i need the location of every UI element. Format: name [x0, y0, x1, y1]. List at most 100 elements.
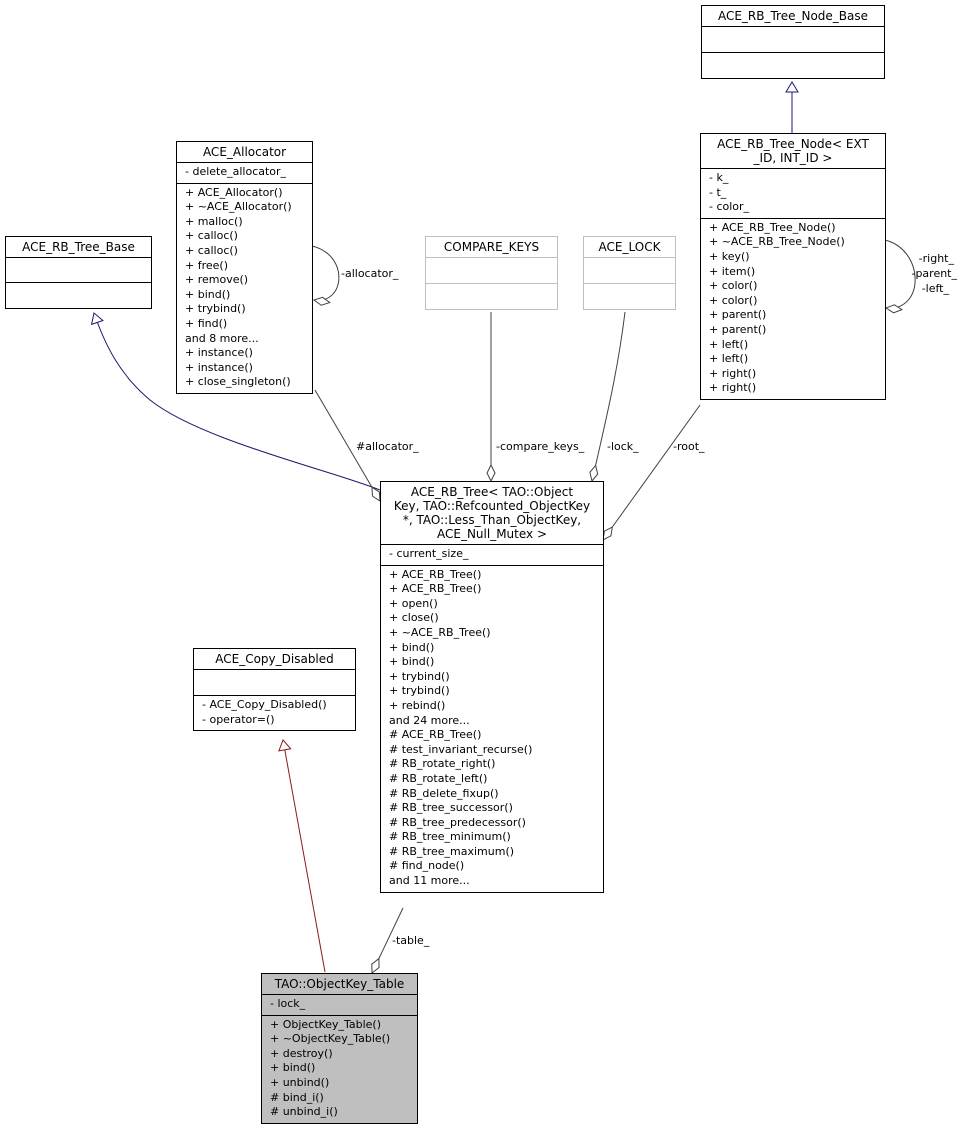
method-item: and 24 more... — [389, 713, 470, 727]
method-item: # RB_tree_predecessor() — [389, 815, 526, 829]
attributes-section — [6, 257, 151, 282]
class-title-line: ACE_LOCK — [598, 240, 661, 254]
method-item: + ACE_RB_Tree() — [389, 582, 482, 596]
method-item: + remove() — [185, 273, 249, 287]
class-ace-rb-tree-node[interactable]: ACE_RB_Tree_Node< EXT_ID, INT_ID > - k_-… — [700, 133, 886, 400]
attributes-section — [426, 257, 557, 283]
attributes-section: - k_- t_- color_ — [701, 168, 885, 218]
method-item: + bind() — [270, 1061, 316, 1075]
attributes-section: - delete_allocator_ — [177, 162, 312, 183]
edge-tree-to-table — [372, 907, 404, 973]
edge-node-to-tree-root — [603, 404, 701, 540]
edge-tree-inherits-tree-base — [90, 312, 381, 491]
class-ace-rb-tree-node-base[interactable]: ACE_RB_Tree_Node_Base — [701, 5, 885, 79]
attribute-item: - lock_ — [270, 997, 306, 1010]
edge-label-table: -table_ — [392, 934, 430, 947]
method-item: + close_singleton() — [185, 375, 291, 389]
method-item: + open() — [389, 596, 438, 610]
class-title: COMPARE_KEYS — [426, 237, 557, 257]
method-item: and 8 more... — [185, 331, 259, 345]
methods-section — [6, 282, 151, 308]
attributes-section: - current_size_ — [381, 544, 603, 565]
method-item: + parent() — [709, 322, 767, 336]
method-item: + bind() — [389, 640, 435, 654]
edge-lock-to-tree — [592, 311, 626, 481]
edge-label-node-right: -right_ — [919, 252, 955, 265]
method-item: # RB_tree_maximum() — [389, 844, 515, 858]
class-title-line: TAO::ObjectKey_Table — [274, 977, 405, 991]
class-title-line: ACE_RB_Tree_Base — [22, 240, 135, 254]
class-title: ACE_RB_Tree_Node< EXT_ID, INT_ID > — [701, 134, 885, 168]
attribute-item: - t_ — [709, 185, 727, 199]
class-ace-copy-disabled[interactable]: ACE_Copy_Disabled - ACE_Copy_Disabled()-… — [193, 648, 356, 732]
methods-section: + ACE_Allocator()+ ~ACE_Allocator()+ mal… — [177, 182, 312, 393]
attribute-item: - current_size_ — [389, 547, 469, 560]
method-item: + ~ACE_Allocator() — [185, 200, 292, 214]
class-title-line: ACE_RB_Tree_Node_Base — [717, 9, 869, 23]
template-ace-lock[interactable]: ACE_LOCK — [583, 236, 676, 310]
method-item: + trybind() — [389, 684, 450, 698]
method-item: - operator=() — [202, 712, 275, 726]
method-item: + calloc() — [185, 243, 238, 257]
attributes-section — [702, 26, 884, 52]
class-title-line: ACE_RB_Tree_Node< EXT — [717, 137, 869, 151]
edge-label-allocator: #allocator_ — [356, 440, 419, 453]
method-item: + close() — [389, 611, 439, 625]
method-item: # unbind_i() — [270, 1105, 338, 1119]
method-item: # RB_tree_successor() — [389, 801, 513, 815]
method-item: + key() — [709, 249, 750, 263]
method-item: # bind_i() — [270, 1090, 324, 1104]
method-item: # RB_rotate_left() — [389, 771, 488, 785]
class-title: ACE_LOCK — [584, 237, 675, 257]
edge-label-node-parent: -parent_ — [911, 267, 957, 280]
attribute-item: - color_ — [709, 200, 750, 214]
class-title-line: Key, TAO::Refcounted_ObjectKey — [393, 499, 591, 513]
method-item: + ~ACE_RB_Tree_Node() — [709, 235, 845, 249]
attributes-section — [194, 669, 355, 695]
method-item: + ACE_RB_Tree_Node() — [709, 220, 836, 234]
edge-label-root: -root_ — [673, 440, 705, 453]
method-item: - ACE_Copy_Disabled() — [202, 698, 327, 711]
method-item: + destroy() — [270, 1046, 333, 1060]
method-item: + bind() — [389, 655, 435, 669]
class-ace-allocator[interactable]: ACE_Allocator - delete_allocator_ + ACE_… — [176, 141, 313, 394]
class-title: ACE_RB_Tree_Base — [6, 237, 151, 257]
method-item: + ObjectKey_Table() — [270, 1017, 382, 1031]
method-item: # RB_rotate_right() — [389, 757, 496, 771]
class-title-line: ACE_Allocator — [202, 145, 287, 159]
class-title: ACE_RB_Tree_Node_Base — [702, 6, 884, 26]
class-title-line: ACE_Null_Mutex > — [436, 527, 547, 541]
method-item: + parent() — [709, 308, 767, 322]
method-item: + find() — [185, 316, 228, 330]
attribute-item: - delete_allocator_ — [185, 165, 287, 178]
template-compare-keys[interactable]: COMPARE_KEYS — [425, 236, 558, 310]
method-item: # RB_tree_minimum() — [389, 830, 511, 844]
method-item: + malloc() — [185, 214, 243, 228]
methods-section — [702, 52, 884, 78]
class-ace-rb-tree-base[interactable]: ACE_RB_Tree_Base — [5, 236, 152, 309]
method-item: # test_invariant_recurse() — [389, 742, 533, 756]
method-item: + trybind() — [389, 669, 450, 683]
edge-label-node-left: -left_ — [922, 282, 950, 295]
edge-table-inherits-copy-disabled — [278, 739, 326, 973]
method-item: + free() — [185, 258, 228, 272]
edge-allocator-self-loop — [311, 245, 340, 300]
class-title-line: ACE_Copy_Disabled — [215, 652, 334, 666]
class-title: ACE_Copy_Disabled — [194, 649, 355, 669]
class-title-line: ACE_RB_Tree< TAO::Object — [410, 485, 574, 499]
method-item: + calloc() — [185, 229, 238, 243]
edge-label-allocator-self: -allocator_ — [341, 267, 399, 280]
method-item: # find_node() — [389, 859, 465, 873]
method-item: # ACE_RB_Tree() — [389, 728, 482, 742]
edge-node-self-loop — [884, 239, 916, 308]
class-tao-objectkey-table[interactable]: TAO::ObjectKey_Table - lock_ + ObjectKey… — [261, 973, 418, 1124]
method-item: + trybind() — [185, 302, 246, 316]
methods-section — [584, 283, 675, 309]
method-item: + item() — [709, 264, 756, 278]
method-item: + color() — [709, 279, 758, 293]
class-title-line: _ID, INT_ID > — [753, 151, 833, 165]
method-item: + left() — [709, 352, 749, 366]
